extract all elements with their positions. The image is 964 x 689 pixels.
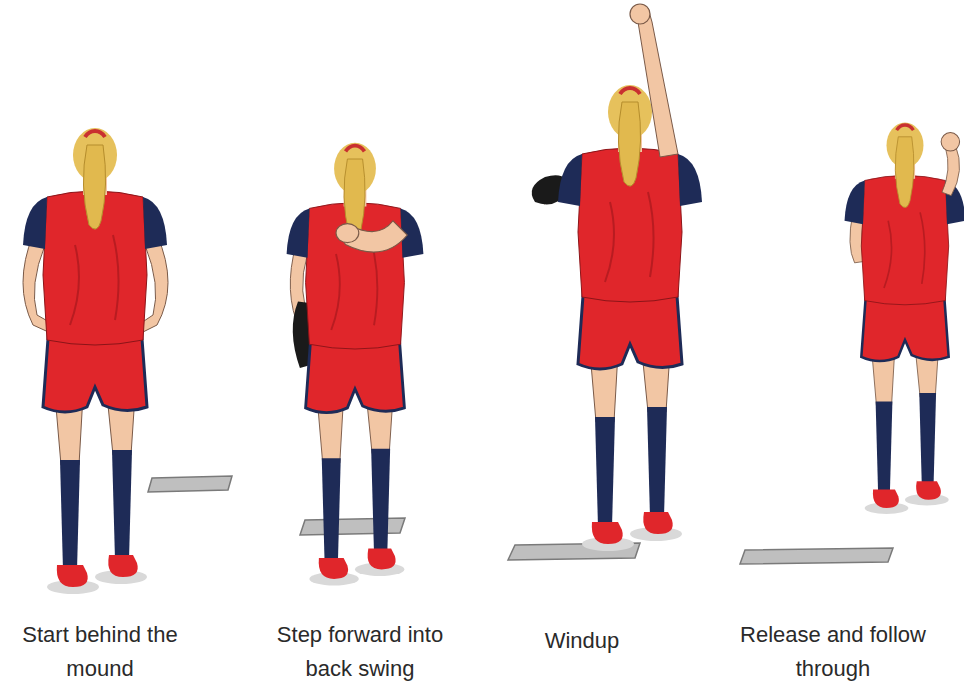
step-caption: Release and follow through: [726, 618, 941, 686]
step-caption: Windup: [502, 624, 662, 658]
step-caption: Step forward into back swing: [258, 618, 463, 686]
step-caption: Start behind the mound: [10, 618, 190, 686]
